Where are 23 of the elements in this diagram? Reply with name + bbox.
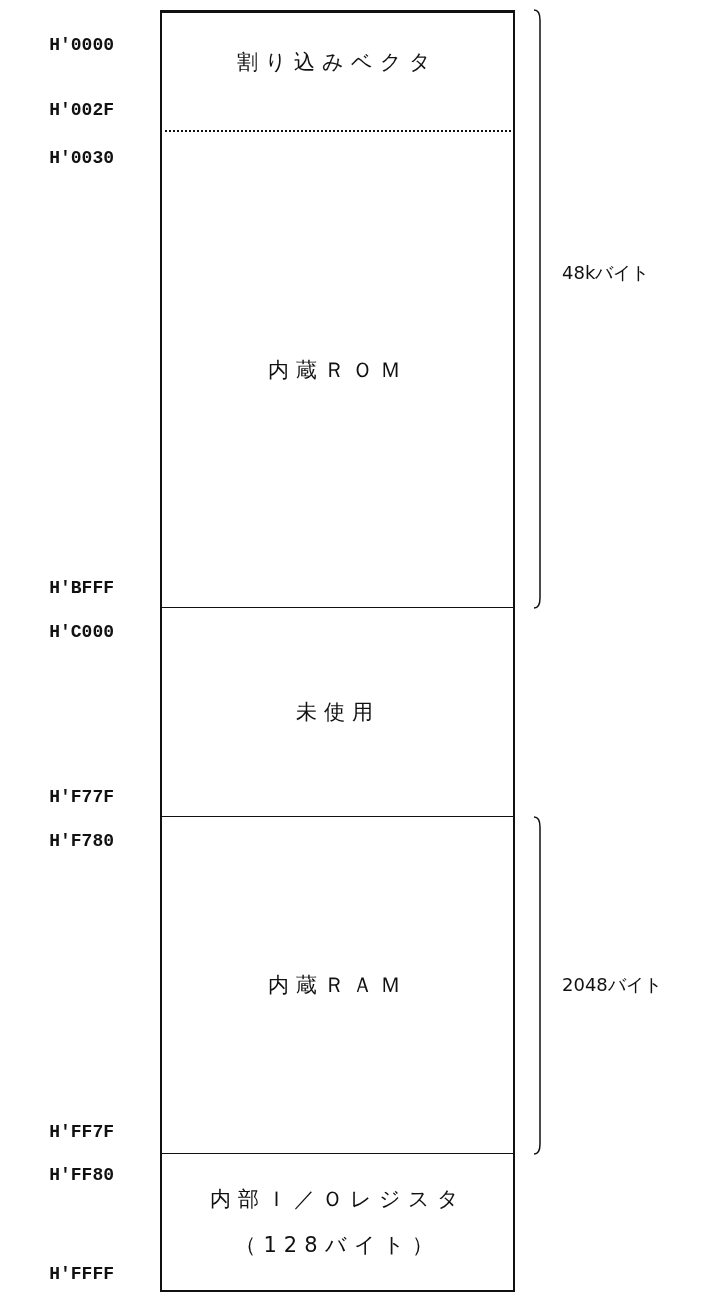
address-label: H'FFFF	[49, 1264, 114, 1284]
address-label: H'C000	[49, 622, 114, 642]
address-label: H'0000	[49, 35, 114, 55]
region-label: 内蔵ＲＡＭ	[267, 972, 408, 999]
memory-region-box	[160, 608, 515, 817]
address-label: H'002F	[49, 100, 114, 120]
region-label: 内蔵ＲＯＭ	[267, 356, 408, 384]
size-label: 2048バイト	[562, 973, 662, 997]
region-label: 割り込みベクタ	[237, 48, 438, 76]
memory-region-box	[160, 1154, 515, 1292]
memory-region-box	[160, 10, 515, 132]
address-label: H'F77F	[49, 787, 114, 807]
memory-region-box	[160, 817, 515, 1154]
address-label: H'BFFF	[49, 578, 114, 598]
region-label: （128バイト）	[235, 1232, 440, 1259]
region-label: 内部Ｉ／Ｏレジスタ	[209, 1186, 466, 1213]
size-label: 48kバイト	[562, 261, 650, 285]
region-label: 未使用	[295, 699, 380, 726]
address-label: H'0030	[49, 148, 114, 168]
address-label: H'FF80	[49, 1165, 114, 1185]
memory-region-box	[160, 132, 515, 608]
address-label: H'FF7F	[49, 1122, 114, 1142]
address-label: H'F780	[49, 831, 114, 851]
